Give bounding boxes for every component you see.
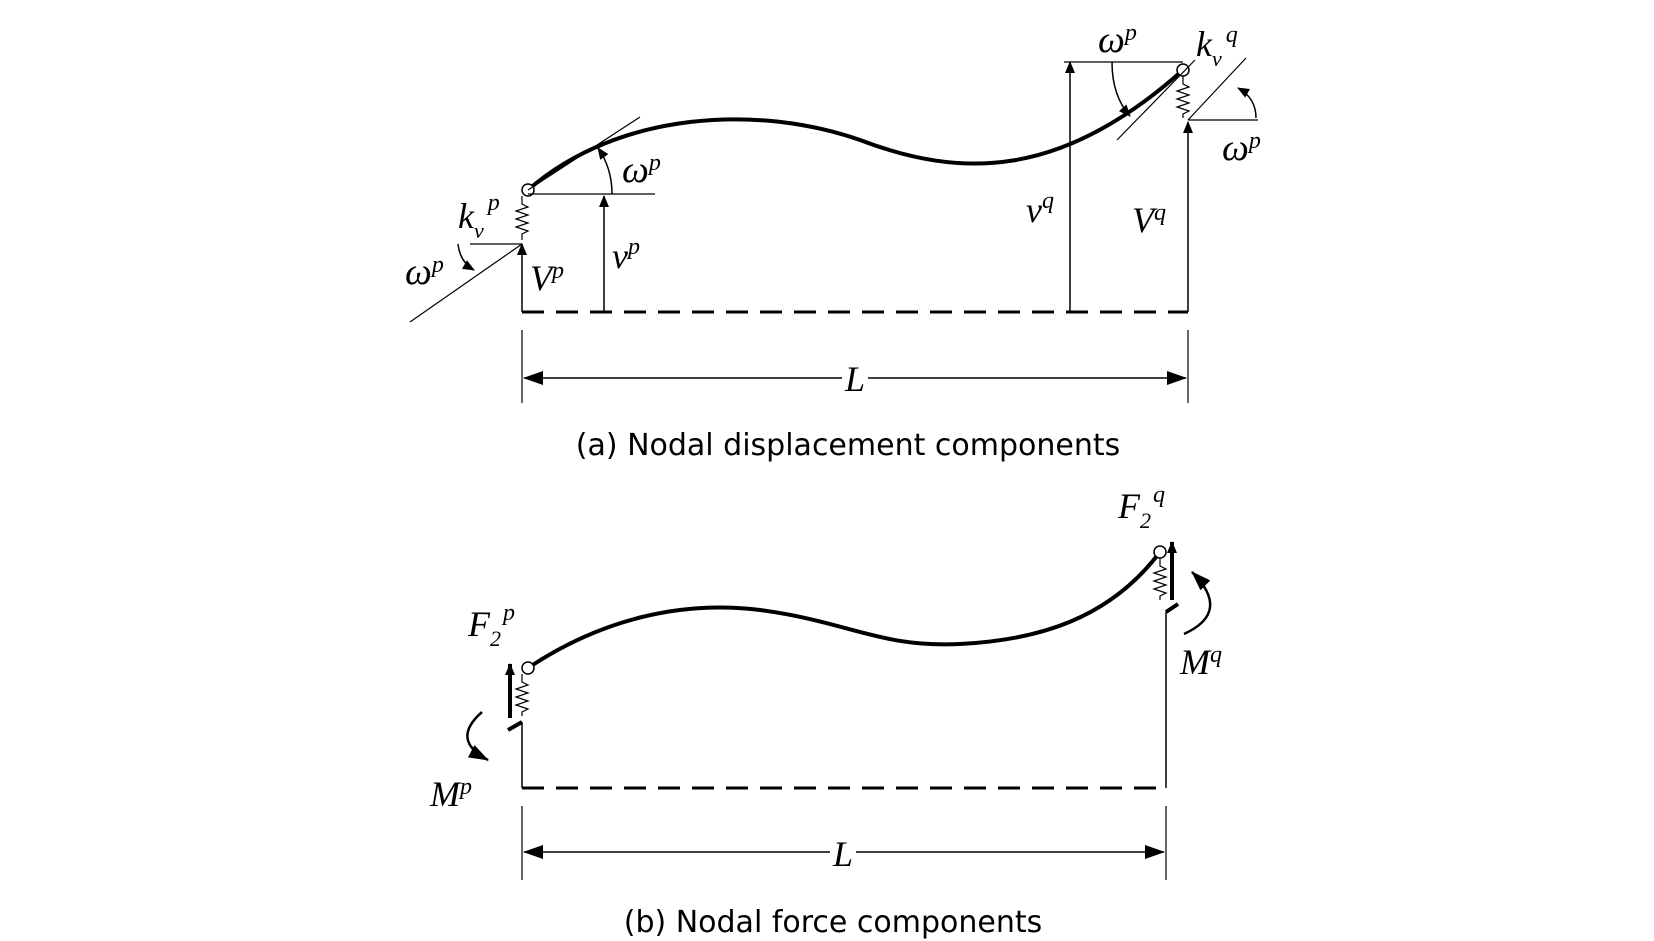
right-spring-a xyxy=(1175,76,1191,118)
deformed-beam-curve-a xyxy=(526,68,1185,192)
right-spring-b xyxy=(1152,558,1168,600)
left-spring-stiffness-label: kvp xyxy=(458,190,500,243)
right-support-slash-b xyxy=(1164,602,1180,614)
left-force-vp-label: Vp xyxy=(530,258,564,298)
right-top-omega-label: ωp xyxy=(1098,19,1137,61)
left-force-f2p-label: F2p xyxy=(467,600,515,651)
dimension-label-b: L xyxy=(832,834,853,874)
deformed-beam-curve-b xyxy=(526,550,1162,670)
right-lower-omega-label: ωp xyxy=(1222,127,1261,169)
left-spring-a xyxy=(514,196,530,240)
left-moment-mp-label: Mp xyxy=(429,774,472,814)
panel-a xyxy=(409,57,1258,403)
caption-b: (b) Nodal force components xyxy=(624,905,1043,940)
panel-b-labels: L F2p Mp F2q Mq (b) Nodal force componen… xyxy=(429,482,1222,940)
left-node-b xyxy=(521,661,535,675)
right-force-f2q-label: F2q xyxy=(1117,482,1165,533)
right-moment-arrow-b xyxy=(1183,571,1212,636)
right-rotation-line-a xyxy=(1187,57,1247,121)
left-rotation-arc-a xyxy=(457,243,475,271)
left-rotation-line-a xyxy=(409,243,523,323)
left-moment-arrow-b xyxy=(466,711,489,762)
right-node-b xyxy=(1153,545,1167,559)
right-rotation-arc-a xyxy=(1237,87,1257,119)
right-spring-stiffness-label: kvq xyxy=(1196,22,1238,71)
left-spring-b xyxy=(514,674,530,716)
left-omega-arc-a xyxy=(597,147,613,195)
right-node-a xyxy=(1176,63,1190,77)
right-displacement-vq-label: vq xyxy=(1026,188,1054,230)
caption-a: (a) Nodal displacement components xyxy=(576,428,1120,463)
panel-b xyxy=(466,541,1212,880)
right-force-vq-label: Vq xyxy=(1132,200,1166,240)
left-displacement-vp-label: vp xyxy=(612,234,640,276)
left-tangent-line-a xyxy=(527,116,641,191)
right-omega-arc-a xyxy=(1111,61,1131,117)
left-upper-omega-label: ωp xyxy=(622,149,661,191)
panel-a-labels: L kvp ωp Vp vp ωp ωp kvq ωp xyxy=(405,19,1261,463)
right-tangent-line-a xyxy=(1116,59,1196,141)
right-moment-mq-label: Mq xyxy=(1179,642,1222,682)
left-support-slash-b xyxy=(507,720,523,732)
dimension-label-a: L xyxy=(844,359,865,399)
left-lower-omega-label: ωp xyxy=(405,251,444,293)
